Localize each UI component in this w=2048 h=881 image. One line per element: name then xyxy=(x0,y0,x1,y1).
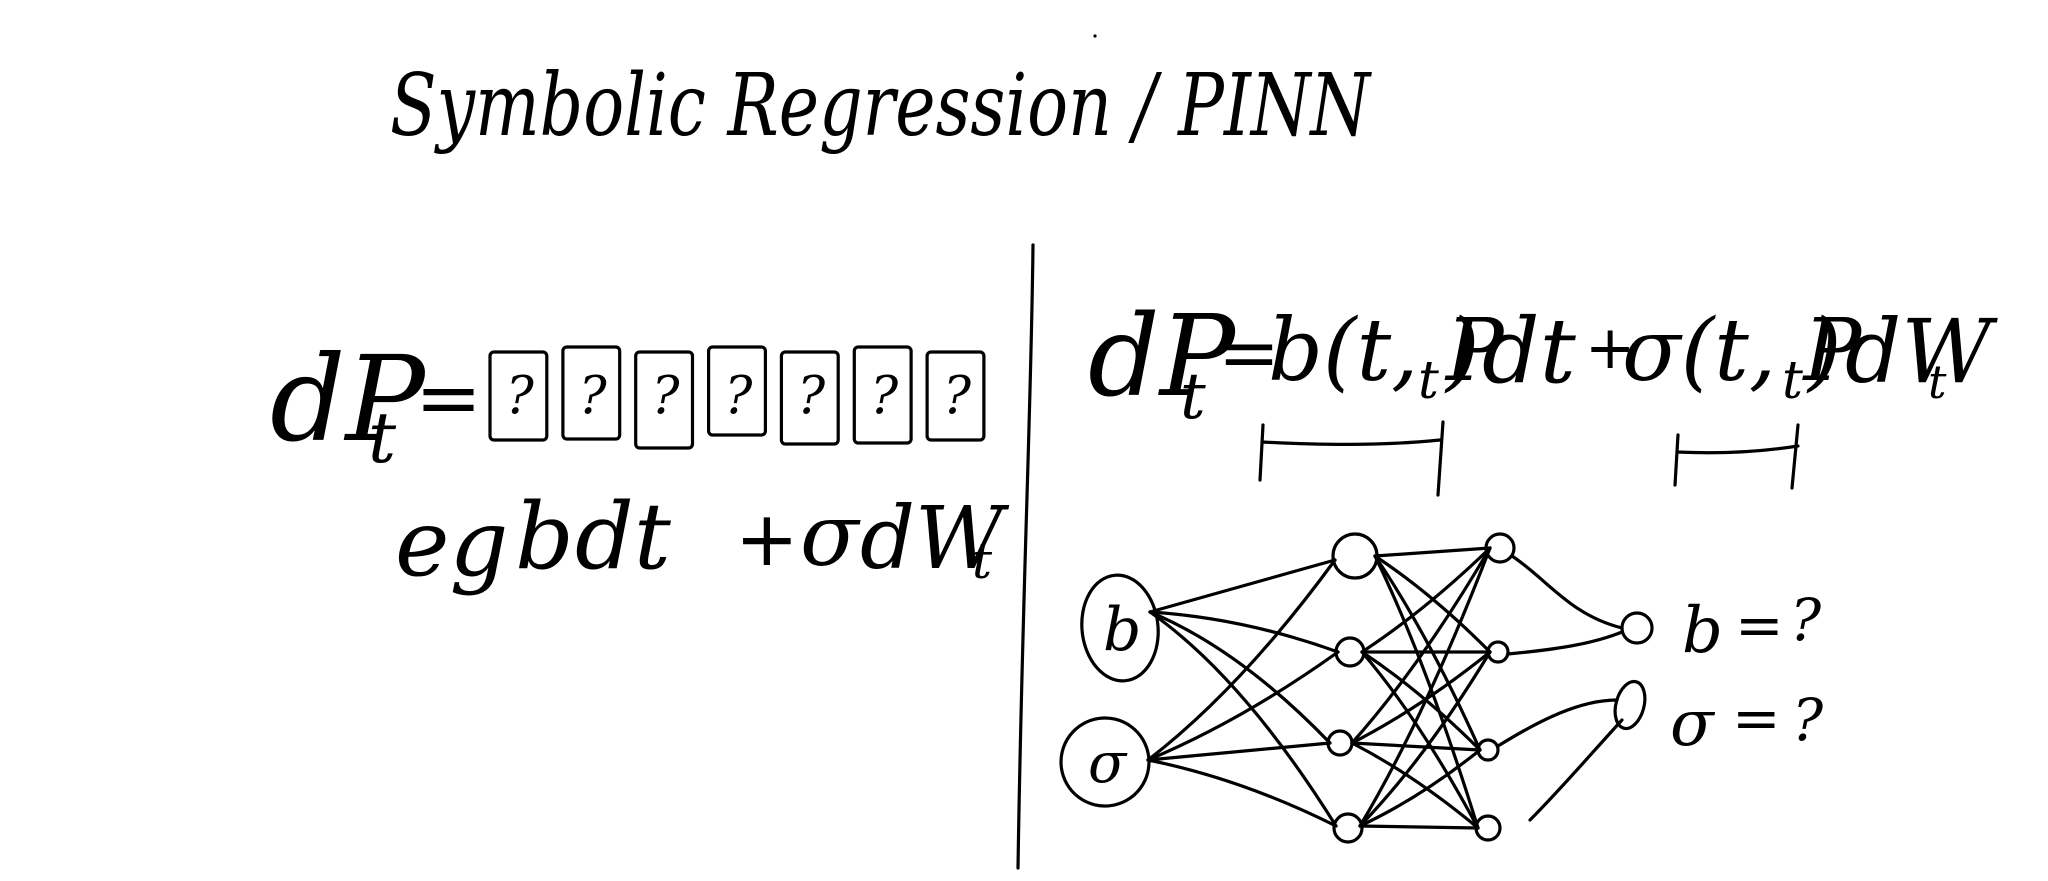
left-equals: = xyxy=(415,351,482,444)
network-edge xyxy=(1146,758,1338,828)
right-panel: dP t = b(t, P t ) dt + σ(t, P t ) dW t b… xyxy=(1059,292,1998,844)
output-edge-sigma-2 xyxy=(1528,718,1624,822)
hidden1-node-4 xyxy=(1332,812,1364,844)
unknown-box-mark: ? xyxy=(652,366,681,426)
unknown-box-row: ??????? xyxy=(488,345,986,450)
unknown-box xyxy=(779,350,840,446)
example-term-b: b xyxy=(515,483,574,590)
output-b-symbol: b xyxy=(1682,594,1723,668)
dt-term: dt xyxy=(1482,299,1577,404)
input-node-b: b xyxy=(1080,573,1160,683)
neural-network-diagram: b σ xyxy=(1059,532,1654,844)
right-lhs-subscript: t xyxy=(1180,360,1206,434)
output-sigma-row: σ = ? xyxy=(1670,684,1824,761)
example-term-dt: dt xyxy=(575,483,672,590)
network-edge xyxy=(1360,650,1482,752)
unknown-box-mark: ? xyxy=(725,366,754,426)
unknown-box xyxy=(561,345,622,441)
hidden1-node-3 xyxy=(1326,729,1354,757)
hidden2-node-4 xyxy=(1474,814,1502,842)
drift-close: ) xyxy=(1444,301,1480,401)
hidden2-node-3 xyxy=(1476,738,1500,762)
unknown-box xyxy=(488,350,549,442)
diffusion-term: σ(t, P xyxy=(1622,301,1863,401)
unknown-box-mark: ? xyxy=(943,366,972,426)
unknown-box xyxy=(634,350,695,450)
output-edge-b-1 xyxy=(1510,554,1624,630)
network-edge xyxy=(1360,546,1492,654)
output-edge-sigma-1 xyxy=(1496,698,1619,748)
input-node-sigma: σ xyxy=(1059,716,1151,808)
network-edge xyxy=(1350,741,1482,752)
input-node-sigma-label: σ xyxy=(1088,731,1128,796)
network-edge xyxy=(1358,824,1480,830)
panel-divider xyxy=(1016,243,1035,870)
output-node-b xyxy=(1620,611,1654,645)
unknown-box-mark: ? xyxy=(579,366,608,426)
title-group: Symbolic Regression / PINN xyxy=(390,56,1372,156)
unknown-box-mark: ? xyxy=(506,366,535,426)
drift-term: b(t, P xyxy=(1268,301,1506,401)
drift-subscript: t xyxy=(1418,351,1439,411)
network-edge xyxy=(1373,554,1482,752)
network-edge xyxy=(1146,558,1337,762)
output-b-row: b = ? xyxy=(1682,586,1822,668)
example-term-sigma: σ xyxy=(800,486,861,586)
hidden2-node-1 xyxy=(1484,532,1516,564)
network-edge xyxy=(1373,546,1492,558)
left-lhs-subscript: t xyxy=(368,397,397,479)
diffusion-bracket xyxy=(1673,423,1800,490)
output-sigma-value: ? xyxy=(1792,686,1824,754)
right-lhs: dP xyxy=(1088,292,1237,422)
output-edge-b-2 xyxy=(1506,630,1624,656)
right-equals: = xyxy=(1218,310,1280,396)
network-edge xyxy=(1373,554,1480,830)
hidden1-node-1 xyxy=(1331,532,1379,580)
network-edge xyxy=(1148,558,1337,614)
example-term-plus: + xyxy=(735,494,799,583)
network-edge xyxy=(1148,610,1332,745)
unknown-box xyxy=(852,345,913,445)
unknown-box xyxy=(706,345,767,437)
dw-subscript: t xyxy=(1928,355,1947,409)
example-term-subscript: t xyxy=(972,532,993,590)
dw-term: dW xyxy=(1845,300,1998,403)
network-edge xyxy=(1148,610,1340,654)
output-sigma-relation: = xyxy=(1732,684,1781,752)
network-edge xyxy=(1350,650,1492,745)
network-edge xyxy=(1350,546,1492,745)
output-b-relation: = xyxy=(1735,591,1784,659)
network-edge xyxy=(1350,741,1480,830)
left-lhs: dP xyxy=(270,330,428,468)
drift-bracket xyxy=(1258,420,1445,497)
right-plus: + xyxy=(1585,313,1635,383)
network-edge xyxy=(1358,650,1492,828)
diffusion-subscript: t xyxy=(1782,351,1803,411)
diffusion-close: ) xyxy=(1806,301,1842,401)
unknown-box-mark: ? xyxy=(870,366,899,426)
unknown-box-mark: ? xyxy=(797,366,826,426)
title: Symbolic Regression / PINN xyxy=(390,56,1372,156)
input-node-b-label: b xyxy=(1103,595,1141,665)
network-edge xyxy=(1146,650,1340,762)
hidden1-node-2 xyxy=(1334,636,1366,668)
network-edge xyxy=(1148,610,1338,828)
output-node-sigma xyxy=(1613,679,1647,731)
hidden2-node-2 xyxy=(1486,640,1510,664)
network-edges xyxy=(1146,546,1492,830)
network-edge xyxy=(1358,546,1492,828)
network-edge xyxy=(1358,748,1482,828)
example-prefix: eg xyxy=(395,490,508,597)
left-panel: dP t = ??????? eg b dt + σ dW t xyxy=(270,330,1010,597)
output-b-value: ? xyxy=(1790,586,1822,654)
output-sigma-symbol: σ xyxy=(1670,687,1716,761)
unknown-box xyxy=(925,350,986,442)
network-edge xyxy=(1360,650,1480,830)
example-term-dw: dW xyxy=(860,489,1010,589)
network-edge xyxy=(1146,741,1332,762)
